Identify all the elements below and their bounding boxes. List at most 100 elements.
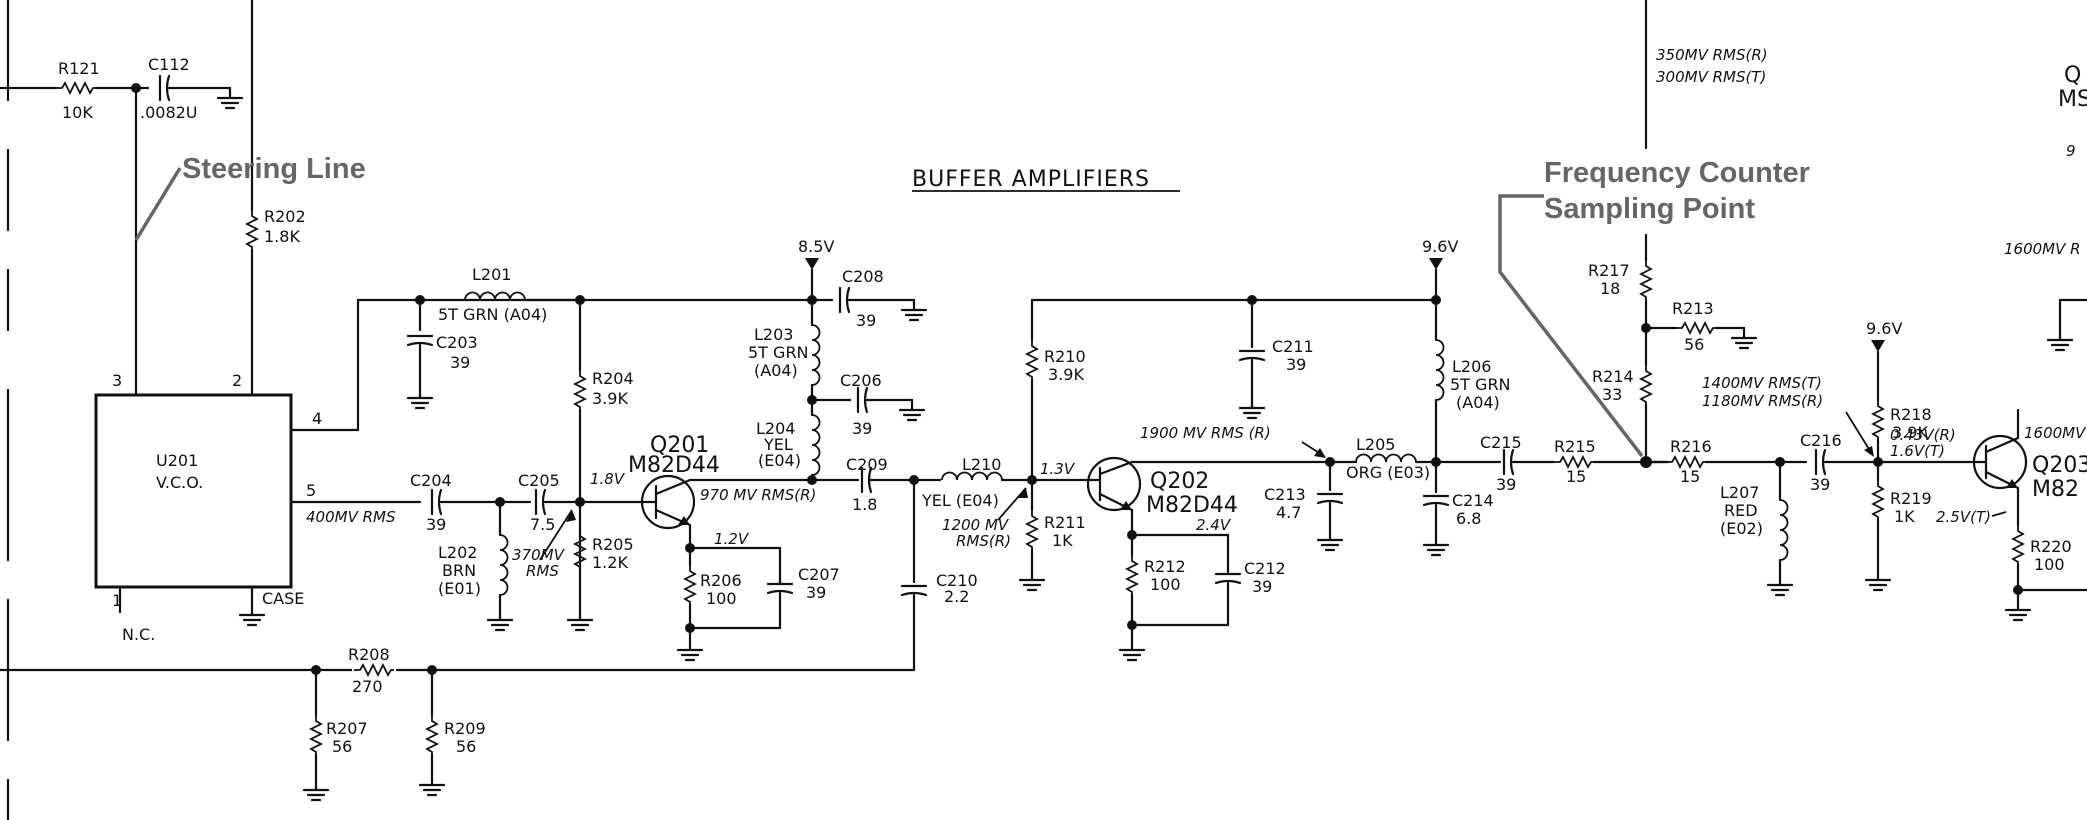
level-2-5v: 2.5V(T) xyxy=(1936,508,1991,526)
c203-label: C203 xyxy=(436,333,478,352)
r219-value: 1K xyxy=(1894,507,1915,526)
c205-value: 7.5 xyxy=(530,515,555,534)
r214-label: R214 xyxy=(1592,367,1634,386)
c212-label: C212 xyxy=(1244,559,1286,578)
l206-value-1: 5T GRN xyxy=(1450,375,1511,394)
r218-value: 3.9K xyxy=(1892,423,1928,442)
level-1200mv: 1200 MV xyxy=(942,516,1010,534)
c214-value: 6.8 xyxy=(1456,509,1481,528)
q201-label: Q201 xyxy=(650,433,709,458)
q202-label: Q202 xyxy=(1150,469,1209,494)
sampling-node-network xyxy=(1640,0,1808,468)
l203-value-2: (A04) xyxy=(754,361,798,380)
level-2-4v: 2.4V xyxy=(1196,516,1232,534)
q202-transistor xyxy=(1086,456,1332,662)
c206-value: 39 xyxy=(852,419,872,438)
r202-value: 1.8K xyxy=(264,227,300,246)
q201-value: M82D44 xyxy=(628,453,720,478)
r121-c112-network xyxy=(55,0,258,397)
c209-value: 1.8 xyxy=(852,495,877,514)
r215-value: 15 xyxy=(1566,467,1586,486)
l210-label: L210 xyxy=(962,455,1001,474)
c203-value: 39 xyxy=(450,353,470,372)
l207-value-2: (E02) xyxy=(1720,519,1763,538)
r216-label: R216 xyxy=(1670,437,1712,456)
r217-value: 18 xyxy=(1600,279,1620,298)
c206-label: C206 xyxy=(840,371,882,390)
l202-value-2: (E01) xyxy=(438,579,481,598)
l203-value-1: 5T GRN xyxy=(748,343,809,362)
c213-label: C213 xyxy=(1264,485,1306,504)
vco-name: V.C.O. xyxy=(156,473,203,492)
q203-value: M82 xyxy=(2032,477,2079,502)
l201-label: L201 xyxy=(472,265,511,284)
c211-label: C211 xyxy=(1272,337,1314,356)
r217-label: R217 xyxy=(1588,261,1630,280)
c208-value: 39 xyxy=(856,311,876,330)
c207-label: C207 xyxy=(798,565,840,584)
r206-label: R206 xyxy=(700,571,742,590)
c210-value: 2.2 xyxy=(944,587,969,606)
l210-value: YEL (E04) xyxy=(921,491,999,510)
c211-value: 39 xyxy=(1286,355,1306,374)
c112-label: C112 xyxy=(148,55,190,74)
level-1-3v: 1.3V xyxy=(1040,460,1076,478)
c204-label: C204 xyxy=(410,471,452,490)
r213-label: R213 xyxy=(1672,299,1714,318)
r208-label: R208 xyxy=(348,645,390,664)
edge-label-q: Q xyxy=(2064,63,2081,88)
l206-label: L206 xyxy=(1452,357,1491,376)
l207-value-1: RED xyxy=(1724,501,1758,520)
l204-value-2: (E04) xyxy=(758,451,801,470)
c112-value: .0082U xyxy=(140,103,198,122)
level-1200mv-rms: RMS(R) xyxy=(956,532,1011,550)
r209-value: 56 xyxy=(456,737,476,756)
vco-case: CASE xyxy=(262,589,304,608)
level-1-2v: 1.2V xyxy=(714,530,750,548)
steering-line-annotation: Steering Line xyxy=(182,153,366,185)
r204-label: R204 xyxy=(592,369,634,388)
rail-8-5v: 8.5V xyxy=(798,237,834,256)
c205-label: C205 xyxy=(518,471,560,490)
r212-value: 100 xyxy=(1150,575,1181,594)
rail-9-6v-b: 9.6V xyxy=(1866,319,1902,338)
section-title: BUFFER AMPLIFIERS xyxy=(912,167,1150,192)
level-970mv: 970 MV RMS(R) xyxy=(700,486,816,504)
steering-line-pointer xyxy=(134,167,182,241)
vco-pin1: 1 xyxy=(112,591,122,610)
c208-label: C208 xyxy=(842,267,884,286)
c216-label: C216 xyxy=(1800,431,1842,450)
input-coupling-network xyxy=(430,488,642,632)
edge-label-9: 9 xyxy=(2066,142,2076,160)
vco-nc: N.C. xyxy=(122,625,155,644)
r207-value: 56 xyxy=(332,737,352,756)
level-1600mv-b: 1600MV R xyxy=(2004,240,2081,258)
level-370mv: 370MV xyxy=(512,546,566,564)
vco-pin5: 5 xyxy=(306,481,316,500)
c215-value: 39 xyxy=(1496,475,1516,494)
level-1900mv-arrowhead xyxy=(1314,448,1326,458)
r210-label: R210 xyxy=(1044,347,1086,366)
level-350mv: 350MV RMS(R) xyxy=(1656,46,1768,64)
r209-label: R209 xyxy=(444,719,486,738)
r206-value: 100 xyxy=(706,589,737,608)
l203-label: L203 xyxy=(754,325,793,344)
rail-9-6v-a: 9.6V xyxy=(1422,237,1458,256)
r202-label: R202 xyxy=(264,207,306,226)
l207-label: L207 xyxy=(1720,483,1759,502)
level-1-6v: 1.6V(T) xyxy=(1890,442,1945,460)
r121-value: 10K xyxy=(62,103,93,122)
l201-value: 5T GRN (A04) xyxy=(438,305,547,324)
r205-label: R205 xyxy=(592,535,634,554)
l206-value-2: (A04) xyxy=(1456,393,1500,412)
r216-value: 15 xyxy=(1680,467,1700,486)
vco-ref: U201 xyxy=(156,451,198,470)
c210-label: C210 xyxy=(936,571,978,590)
c209-label: C209 xyxy=(846,455,888,474)
level-1-8v: 1.8V xyxy=(590,470,626,488)
level-300mv: 300MV RMS(T) xyxy=(1656,68,1766,86)
vco-pin3: 3 xyxy=(112,371,122,390)
frequency-counter-pointer xyxy=(1498,194,1644,458)
r207-label: R207 xyxy=(326,719,368,738)
